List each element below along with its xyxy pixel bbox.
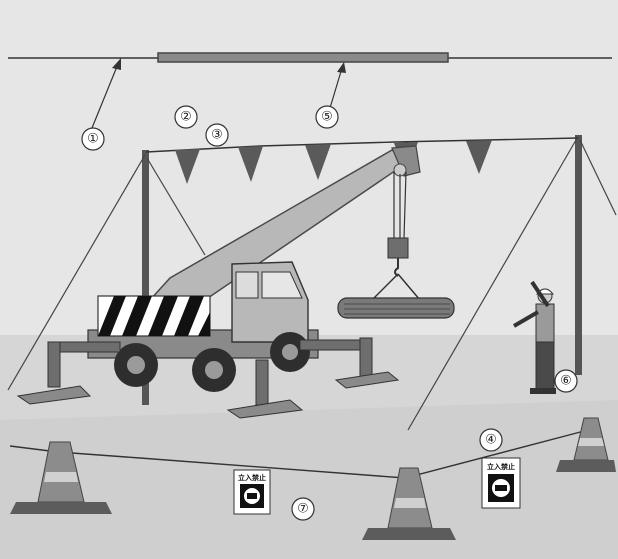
no-entry-sign-right: 立入禁止 bbox=[481, 457, 521, 509]
crane-wheel-hub bbox=[282, 344, 298, 360]
sling-rope bbox=[397, 273, 421, 301]
crane-wheel-hub bbox=[127, 356, 145, 374]
suspended-load bbox=[337, 297, 455, 319]
outrigger-pad bbox=[226, 399, 304, 419]
ground-barrier-rope bbox=[9, 429, 589, 479]
cab-window bbox=[261, 271, 303, 299]
hazard-stripe bbox=[122, 296, 152, 336]
hazard-stripe bbox=[148, 296, 178, 336]
flag-rope bbox=[145, 137, 579, 153]
callout-1-arrowhead bbox=[112, 58, 121, 70]
hazard-stripe bbox=[198, 312, 210, 336]
outrigger-pad bbox=[16, 385, 92, 405]
sky-background bbox=[0, 0, 618, 340]
traffic-cone bbox=[362, 467, 456, 540]
signal-person-feet bbox=[530, 388, 556, 394]
outrigger-pad bbox=[334, 371, 400, 389]
hazard-stripe bbox=[98, 296, 126, 336]
outrigger-jack bbox=[47, 341, 61, 388]
barrier-pole-right bbox=[575, 135, 582, 375]
hoist-cable bbox=[403, 171, 407, 239]
outrigger-jack bbox=[255, 359, 269, 406]
hook-block bbox=[387, 237, 409, 259]
callout-5: ⑤ bbox=[315, 105, 339, 129]
callout-7: ⑦ bbox=[291, 497, 315, 521]
callout-3: ③ bbox=[205, 123, 229, 147]
no-entry-sign-left: 立入禁止 bbox=[233, 469, 271, 515]
svg-text:⑥: ⑥ bbox=[560, 374, 572, 389]
cab-window bbox=[235, 271, 259, 299]
pennant-flag bbox=[175, 149, 200, 184]
outrigger-jack bbox=[359, 337, 373, 379]
sign-right-text: 立入禁止 bbox=[487, 462, 515, 471]
ground-shadow bbox=[0, 400, 618, 559]
guy-rope-left-inner bbox=[146, 157, 206, 256]
pennant-flag bbox=[305, 144, 331, 180]
callout-6: ⑥ bbox=[554, 369, 578, 393]
svg-text:②: ② bbox=[180, 110, 192, 125]
traffic-cone bbox=[556, 417, 616, 472]
guy-rope-left-outer bbox=[7, 154, 146, 391]
pennant-flag bbox=[466, 140, 492, 174]
signal-person-arm-raised bbox=[530, 280, 550, 308]
sign-left-text: 立入禁止 bbox=[238, 473, 266, 482]
callout-1: ① bbox=[81, 127, 105, 151]
svg-text:③: ③ bbox=[211, 128, 223, 143]
svg-text:④: ④ bbox=[485, 433, 497, 448]
guy-rope-right-outer bbox=[579, 139, 617, 216]
overhead-bar bbox=[157, 52, 449, 63]
callout-5-arrowhead bbox=[337, 62, 346, 73]
svg-text:①: ① bbox=[87, 132, 99, 147]
barrier-pole-left bbox=[142, 150, 149, 405]
guy-rope-right-inner bbox=[407, 139, 577, 431]
traffic-cone bbox=[10, 441, 112, 514]
callout-2: ② bbox=[174, 105, 198, 129]
sling-rope bbox=[371, 273, 399, 301]
pennant-flag bbox=[238, 146, 263, 182]
signal-person-body bbox=[535, 303, 555, 343]
signal-person-arm bbox=[512, 310, 540, 328]
svg-text:⑤: ⑤ bbox=[321, 110, 333, 125]
svg-text:⑦: ⑦ bbox=[297, 502, 309, 517]
signal-person-legs bbox=[535, 341, 555, 391]
hazard-stripe bbox=[174, 296, 204, 336]
callout-5-arrow bbox=[329, 67, 343, 109]
callout-1-arrow bbox=[91, 63, 119, 129]
callout-4: ④ bbox=[479, 428, 503, 452]
crane-wheel-hub bbox=[205, 361, 223, 379]
